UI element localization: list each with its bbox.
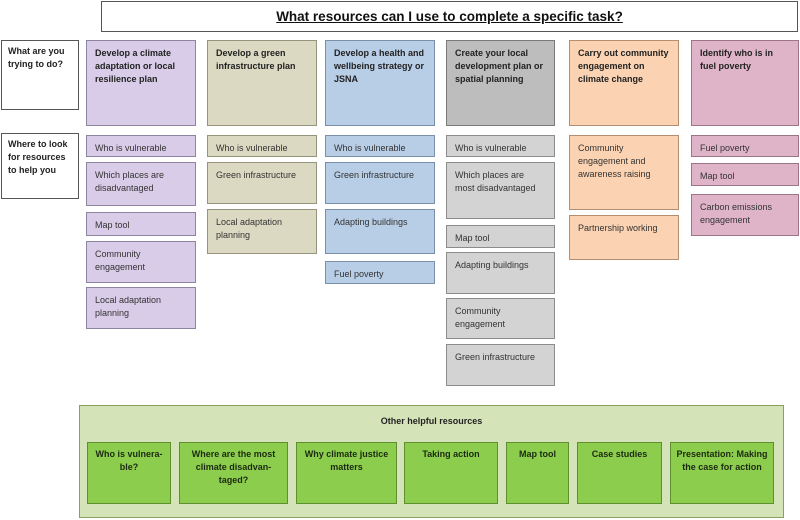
resource-map-tool[interactable]: Map tool — [86, 212, 196, 236]
resource-community-engagement[interactable]: Community engagement — [86, 241, 196, 283]
page-title: What resources can I use to complete a s… — [101, 1, 798, 32]
other-presentation-making-case[interactable]: Presentation: Making the case for action — [670, 442, 774, 504]
other-map-tool[interactable]: Map tool — [506, 442, 569, 504]
resource-who-is-vulnerable[interactable]: Who is vulnerable — [325, 135, 435, 157]
task-development-plan[interactable]: Create your local development plan or sp… — [446, 40, 555, 126]
resource-local-adaptation-planning[interactable]: Local adaptation planning — [207, 209, 317, 254]
resource-fuel-poverty[interactable]: Fuel poverty — [325, 261, 435, 284]
row-label-trying: What are you trying to do? — [1, 40, 79, 110]
other-why-climate-justice-matters[interactable]: Why climate justice matters — [296, 442, 397, 504]
resource-adapting-buildings[interactable]: Adapting buildings — [446, 252, 555, 294]
resource-community-engagement[interactable]: Community engagement — [446, 298, 555, 339]
resource-who-is-vulnerable[interactable]: Who is vulnerable — [86, 135, 196, 157]
resource-adapting-buildings[interactable]: Adapting buildings — [325, 209, 435, 254]
resource-carbon-emissions-engagement[interactable]: Carbon emissions engagement — [691, 194, 799, 236]
resource-who-is-vulnerable[interactable]: Who is vulnerable — [446, 135, 555, 157]
resource-which-places-disadvantaged[interactable]: Which places are disadvantaged — [86, 162, 196, 206]
resource-community-engagement-awareness[interactable]: Community engagement and awareness raisi… — [569, 135, 679, 210]
task-fuel-poverty[interactable]: Identify who is in fuel poverty — [691, 40, 799, 126]
resource-green-infrastructure[interactable]: Green infrastructure — [207, 162, 317, 204]
task-green-infrastructure-plan[interactable]: Develop a green infrastructure plan — [207, 40, 317, 126]
resource-map-tool[interactable]: Map tool — [446, 225, 555, 248]
resource-fuel-poverty[interactable]: Fuel poverty — [691, 135, 799, 157]
resource-green-infrastructure[interactable]: Green infrastructure — [325, 162, 435, 204]
other-most-climate-disadvantaged[interactable]: Where are the most climate disadvan-tage… — [179, 442, 288, 504]
other-case-studies[interactable]: Case studies — [577, 442, 662, 504]
resource-green-infrastructure[interactable]: Green infrastructure — [446, 344, 555, 386]
row-label-where: Where to look for resources to help you — [1, 133, 79, 199]
resource-map-tool[interactable]: Map tool — [691, 163, 799, 186]
other-resources-title: Other helpful resources — [380, 416, 483, 426]
resource-local-adaptation-planning[interactable]: Local adaptation planning — [86, 287, 196, 329]
task-adaptation-plan[interactable]: Develop a climate adaptation or local re… — [86, 40, 196, 126]
other-who-is-vulnerable[interactable]: Who is vulnera-ble? — [87, 442, 171, 504]
task-health-wellbeing-strategy[interactable]: Develop a health and wellbeing strategy … — [325, 40, 435, 126]
resource-who-is-vulnerable[interactable]: Who is vulnerable — [207, 135, 317, 157]
task-community-engagement[interactable]: Carry out community engagement on climat… — [569, 40, 679, 126]
resource-partnership-working[interactable]: Partnership working — [569, 215, 679, 260]
resource-which-places-most-disadvantaged[interactable]: Which places are most disadvantaged — [446, 162, 555, 219]
other-taking-action[interactable]: Taking action — [404, 442, 498, 504]
